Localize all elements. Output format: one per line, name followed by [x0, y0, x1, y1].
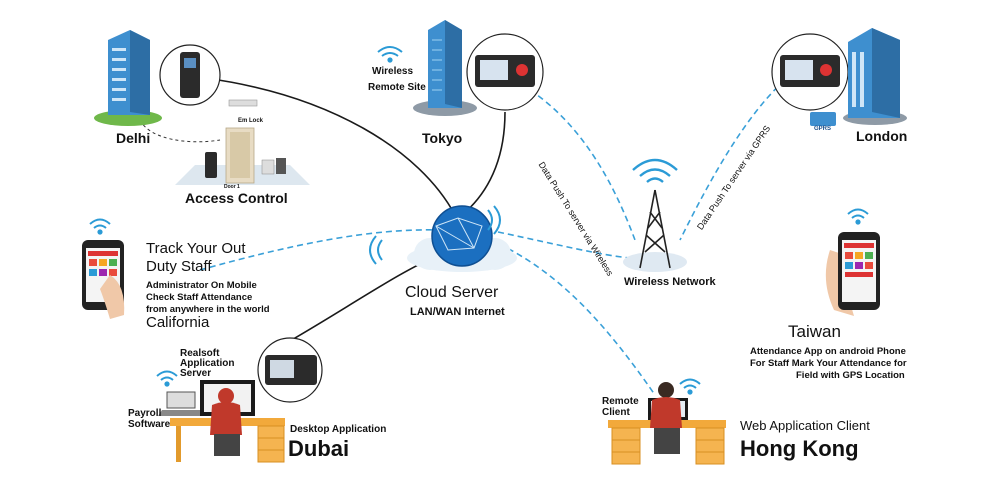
link-california-cloud	[199, 229, 441, 271]
label-track-1: Track Your Out	[146, 240, 246, 257]
label-gprs: GPRS	[814, 126, 832, 132]
link-delhi-cloud	[204, 77, 456, 216]
access-control-icon	[175, 127, 310, 185]
label-em-lock: Em Lock	[238, 118, 264, 124]
payroll-laptop-icon	[158, 391, 204, 416]
label-wireless: Wireless	[372, 66, 414, 77]
label-admin-2: Check Staff Attendance	[146, 292, 253, 303]
dubai-wifi-icon	[156, 370, 178, 387]
label-access-control: Access Control	[185, 190, 288, 206]
link-london-tower	[679, 79, 786, 241]
link-tokyo-tower	[529, 89, 636, 241]
label-remote-1: Remote	[602, 396, 639, 407]
label-london: London	[856, 128, 908, 144]
label-california: California	[146, 314, 210, 331]
london-building-icon	[843, 28, 907, 125]
delhi-building-icon	[94, 30, 162, 126]
link-cloud-tower	[497, 231, 631, 259]
label-realsoft-1: Realsoft	[180, 348, 220, 359]
tokyo-building-icon	[413, 20, 477, 116]
label-hong-kong: Hong Kong	[740, 436, 859, 461]
label-desktop-app: Desktop Application	[290, 424, 387, 435]
cloud-wifi-icon	[369, 205, 501, 265]
label-delhi: Delhi	[116, 130, 151, 146]
hongkong-person-icon	[650, 382, 682, 454]
link-delhi-access	[139, 119, 221, 143]
cloud-server-icon	[407, 205, 517, 272]
wifi-icon	[377, 46, 403, 63]
label-realsoft-2: Application	[180, 358, 235, 369]
label-admin-1: Administrator On Mobile	[146, 280, 257, 291]
label-track-2: Duty Staff	[146, 258, 212, 275]
label-tokyo: Tokyo	[422, 130, 463, 146]
label-taiwan-1: Attendance App on android Phone	[750, 346, 906, 357]
gprs-chip-icon	[810, 112, 836, 126]
label-lan-wan: LAN/WAN Internet	[410, 306, 505, 318]
california-phone-icon	[82, 240, 125, 319]
link-tokyo-cloud	[461, 111, 506, 216]
label-web-client: Web Application Client	[740, 418, 870, 433]
label-taiwan-2: For Staff Mark Your Attendance for	[750, 358, 907, 369]
wireless-tower-icon	[623, 189, 687, 272]
tower-wifi-icon	[632, 158, 678, 183]
dubai-person-icon	[210, 388, 242, 456]
label-payroll-1: Payroll	[128, 408, 162, 419]
label-cloud-server: Cloud Server	[405, 284, 499, 301]
label-dubai: Dubai	[288, 436, 350, 461]
label-admin-3: from anywhere in the world	[146, 304, 270, 315]
label-realsoft-3: Server	[180, 368, 212, 379]
label-taiwan-3: Field with GPS Location	[796, 370, 905, 381]
taiwan-wifi-icon	[847, 208, 869, 225]
label-door: Door 1	[224, 184, 240, 190]
california-wifi-icon	[89, 218, 111, 235]
hongkong-wifi-icon	[679, 378, 701, 395]
taiwan-phone-icon	[825, 232, 880, 316]
label-taiwan: Taiwan	[788, 322, 841, 341]
label-wireless-network: Wireless Network	[624, 276, 716, 288]
label-remote-2: Client	[602, 407, 630, 418]
em-lock-icon	[228, 99, 258, 107]
link-cloud-hongkong	[489, 239, 656, 396]
label-payroll-2: Software	[128, 419, 171, 430]
label-remote-site: Remote Site	[368, 82, 426, 93]
